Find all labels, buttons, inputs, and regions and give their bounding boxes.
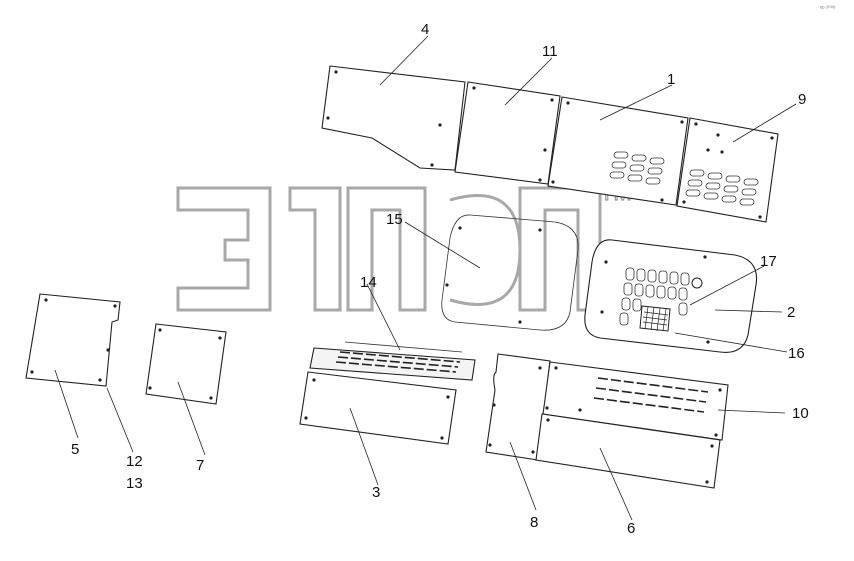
part-9-panel xyxy=(676,117,779,223)
callout-14: 14 xyxy=(360,274,377,291)
callout-11: 11 xyxy=(542,43,558,60)
callout-6: 6 xyxy=(627,520,635,537)
callout-12: 12 xyxy=(126,453,143,470)
part-17-grommet xyxy=(691,277,703,289)
callout-1: 1 xyxy=(667,71,675,88)
part-2-panel xyxy=(584,239,758,353)
callout-3: 3 xyxy=(372,484,380,501)
part-15-panel xyxy=(441,214,579,331)
part-2-grille xyxy=(639,305,671,332)
part-11-panel xyxy=(454,81,561,185)
part-1-vent-slots xyxy=(609,151,665,185)
callout-9: 9 xyxy=(798,91,806,108)
callout-7: 7 xyxy=(196,457,204,474)
watermark-logo: TM xyxy=(176,179,632,312)
part-8-panel xyxy=(485,353,551,461)
callout-16: 16 xyxy=(788,345,805,362)
part-2-vent-slots xyxy=(619,267,690,326)
part-4-panel xyxy=(321,65,466,171)
part-6-panel xyxy=(535,413,721,489)
callout-labels: 4 11 1 9 15 17 2 14 16 10 5 12 13 7 3 8 … xyxy=(71,21,809,537)
part-7-panel xyxy=(145,323,227,405)
corner-mark: ᵉᵖ ²⁰⁰⁸ xyxy=(820,5,836,12)
callout-10: 10 xyxy=(792,405,809,422)
callout-15: 15 xyxy=(386,211,403,228)
part-3-panel xyxy=(299,371,457,445)
part-9-vent-slots xyxy=(685,169,759,206)
callout-8: 8 xyxy=(530,514,538,531)
callout-5: 5 xyxy=(71,441,79,458)
callout-2: 2 xyxy=(787,304,795,321)
callout-4: 4 xyxy=(421,21,429,38)
part-1-panel xyxy=(547,96,689,206)
part-5-panel xyxy=(25,293,121,387)
leader-lines xyxy=(54,35,797,521)
part-14-panel xyxy=(309,341,476,381)
callout-17: 17 xyxy=(760,253,777,270)
callout-13: 13 xyxy=(126,475,143,492)
